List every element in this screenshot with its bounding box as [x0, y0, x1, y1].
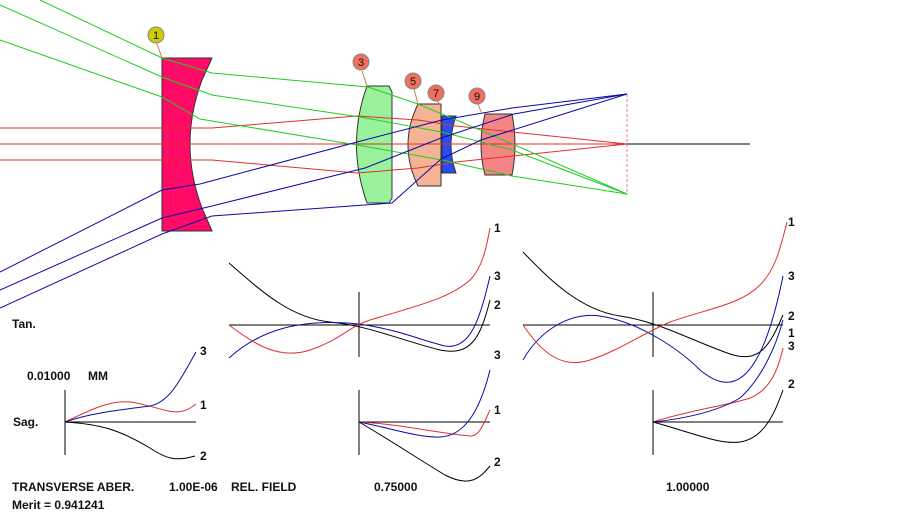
- sag-curves-field-1: [652, 319, 784, 443]
- svg-text:3: 3: [494, 348, 501, 362]
- svg-text:1: 1: [788, 215, 795, 229]
- scale-unit: MM: [88, 369, 108, 383]
- field-value-0: 1.00E-06: [169, 480, 218, 494]
- svg-text:1: 1: [788, 326, 795, 340]
- curve-labels: 3 1 2 1 3 2 3 1 2 1 3 2 1 3 2: [200, 215, 795, 469]
- element-callout-3[interactable]: 3: [352, 53, 370, 87]
- plot-axes: [64, 292, 783, 455]
- field-value-1: 1.00000: [666, 480, 710, 494]
- svg-text:2: 2: [494, 298, 501, 312]
- sag-label: Sag.: [13, 415, 38, 429]
- field-value-075: 0.75000: [374, 480, 418, 494]
- element-callout-7[interactable]: 7: [427, 84, 445, 105]
- svg-text:2: 2: [200, 449, 207, 463]
- tan-curves-field-075: [228, 227, 491, 359]
- svg-text:2: 2: [788, 309, 795, 323]
- element-callout-5[interactable]: 5: [404, 72, 422, 105]
- svg-text:7: 7: [433, 88, 439, 100]
- tan-curves-field-1: [522, 221, 788, 383]
- scale-value: 0.01000: [27, 369, 71, 383]
- plot-title: TRANSVERSE ABER.: [12, 480, 134, 494]
- sag-curves-field-0: [64, 351, 197, 460]
- tan-label: Tan.: [12, 317, 36, 331]
- merit-value: Merit = 0.941241: [12, 498, 105, 512]
- sag-curves-field-075: [358, 369, 491, 482]
- rel-field-label: REL. FIELD: [231, 480, 297, 494]
- svg-text:3: 3: [358, 57, 364, 69]
- svg-text:3: 3: [200, 344, 207, 358]
- svg-text:2: 2: [494, 455, 501, 469]
- full-field-rays: [0, 93, 628, 309]
- svg-text:3: 3: [494, 269, 501, 283]
- svg-text:1: 1: [494, 221, 501, 235]
- svg-text:1: 1: [153, 30, 159, 42]
- svg-text:2: 2: [788, 377, 795, 391]
- axial-rays: [0, 115, 628, 174]
- svg-text:3: 3: [788, 339, 795, 353]
- svg-text:1: 1: [494, 403, 501, 417]
- svg-text:5: 5: [410, 76, 416, 88]
- mid-field-rays: [0, 0, 628, 195]
- svg-text:1: 1: [200, 398, 207, 412]
- element-callout-9[interactable]: 9: [468, 87, 486, 115]
- svg-text:3: 3: [788, 269, 795, 283]
- element-callout-1[interactable]: 1: [147, 26, 165, 59]
- svg-text:9: 9: [474, 91, 480, 103]
